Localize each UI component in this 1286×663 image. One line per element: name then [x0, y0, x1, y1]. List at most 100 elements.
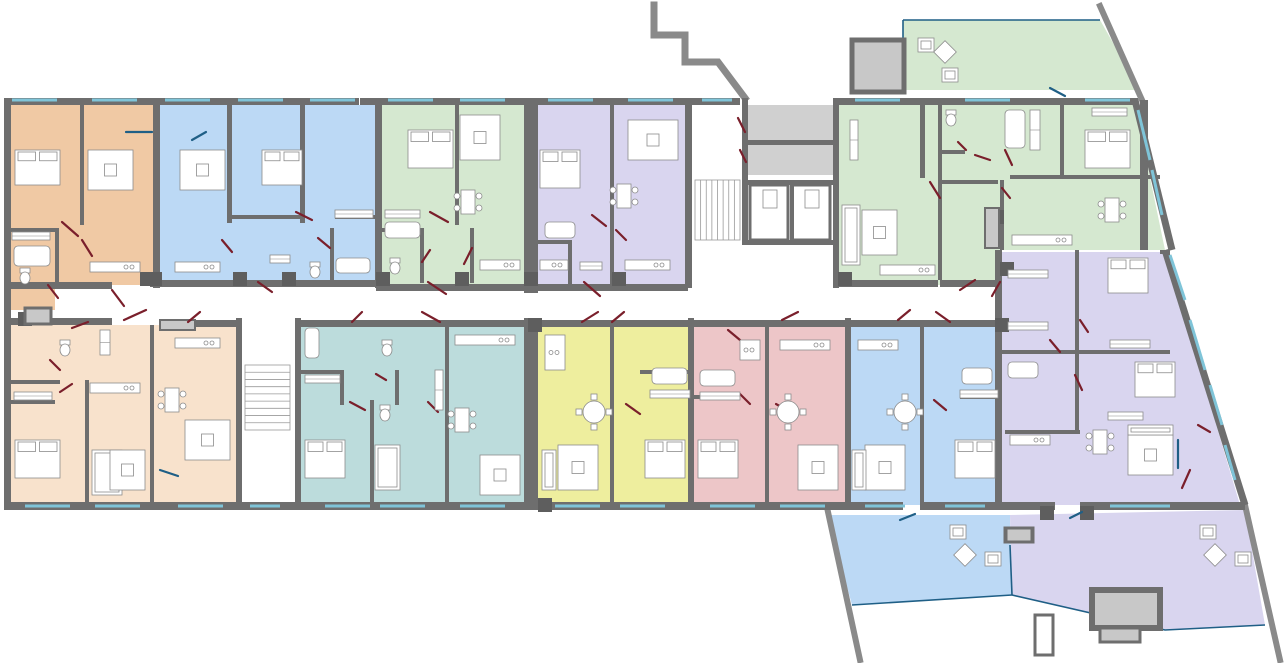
garden-structure: [1089, 587, 1163, 631]
coffee-table: [121, 463, 134, 477]
wall: [742, 140, 834, 145]
door: [58, 382, 74, 394]
bathtub-icon: [13, 245, 51, 267]
chimney-block: [849, 37, 907, 95]
chair: [609, 198, 617, 206]
dining-table-icon: [1092, 429, 1108, 455]
shaft: [159, 319, 196, 331]
pillow: [561, 151, 578, 162]
wall: [538, 240, 568, 244]
dining-table-icon: [582, 400, 606, 424]
column: [838, 272, 852, 286]
sofa-seat: [844, 207, 858, 263]
site-lines: [650, 1, 1284, 663]
coffee-table: [811, 461, 825, 474]
chair: [784, 393, 792, 401]
furniture: [11, 37, 1252, 567]
pillow: [719, 441, 736, 452]
terrace-south-east: [1009, 510, 1266, 631]
chair: [453, 204, 461, 212]
wall: [742, 240, 834, 245]
door: [736, 116, 747, 134]
dining-table-icon: [460, 189, 476, 215]
wall: [524, 98, 532, 293]
wall: [236, 318, 242, 510]
stair-icon: [244, 179, 741, 431]
wall: [940, 150, 965, 154]
rug: [933, 40, 957, 64]
bench: [1033, 613, 1055, 657]
door: [48, 358, 62, 372]
door: [1180, 468, 1192, 490]
door: [46, 283, 60, 300]
stove: [557, 262, 563, 268]
door: [1196, 423, 1212, 434]
wall: [1140, 100, 1148, 250]
rug: [627, 119, 679, 161]
bathtub-icon: [544, 221, 576, 239]
stove: [743, 347, 749, 353]
bathtub-icon: [335, 257, 371, 274]
door: [958, 278, 977, 292]
door: [1073, 373, 1084, 392]
window: [1208, 384, 1224, 426]
kitchen-counter-icon: [89, 382, 141, 394]
rug: [109, 449, 146, 491]
door: [582, 280, 602, 298]
stove: [881, 342, 887, 348]
kitchen-counter-icon: [174, 337, 221, 349]
door: [1048, 338, 1062, 354]
rug: [1203, 543, 1227, 567]
kitchen-counter-icon: [479, 259, 521, 271]
chair: [1119, 212, 1127, 220]
chair: [590, 423, 598, 431]
toilet-icon: [59, 343, 71, 357]
wall: [376, 284, 526, 291]
door: [350, 310, 364, 324]
door: [934, 310, 952, 324]
wall: [10, 400, 55, 404]
wall: [4, 318, 112, 325]
pillow: [647, 441, 664, 452]
stove: [548, 350, 554, 355]
column: [524, 272, 538, 286]
stove: [123, 264, 129, 270]
pillow: [976, 441, 993, 452]
door: [1068, 510, 1084, 520]
pillow: [432, 131, 451, 142]
wall: [568, 240, 572, 285]
stove: [503, 262, 509, 268]
wall: [790, 180, 794, 245]
lobby-shaft-1: [748, 105, 833, 140]
door: [294, 210, 314, 222]
stove: [504, 337, 510, 343]
door: [738, 148, 748, 164]
stove: [749, 347, 755, 353]
door: [928, 180, 942, 200]
wall: [530, 318, 538, 510]
coffee-table: [196, 163, 209, 177]
stove: [918, 267, 924, 273]
rug: [953, 543, 977, 567]
wall: [55, 228, 59, 288]
door: [374, 372, 388, 382]
stove: [551, 262, 557, 268]
chair: [1097, 212, 1105, 220]
dining-table-icon: [616, 183, 632, 209]
window: [1168, 254, 1187, 301]
wall: [300, 370, 340, 374]
stove: [203, 340, 209, 346]
wall: [1075, 250, 1079, 430]
kitchen-counter-icon: [454, 334, 516, 346]
door: [973, 153, 992, 162]
stove: [129, 264, 135, 270]
wall: [297, 320, 525, 327]
column: [282, 272, 296, 286]
wall: [150, 280, 376, 287]
shaft: [1004, 526, 1034, 544]
wall: [232, 215, 302, 219]
wall: [838, 280, 938, 287]
chair: [901, 423, 909, 431]
wall: [340, 370, 344, 405]
